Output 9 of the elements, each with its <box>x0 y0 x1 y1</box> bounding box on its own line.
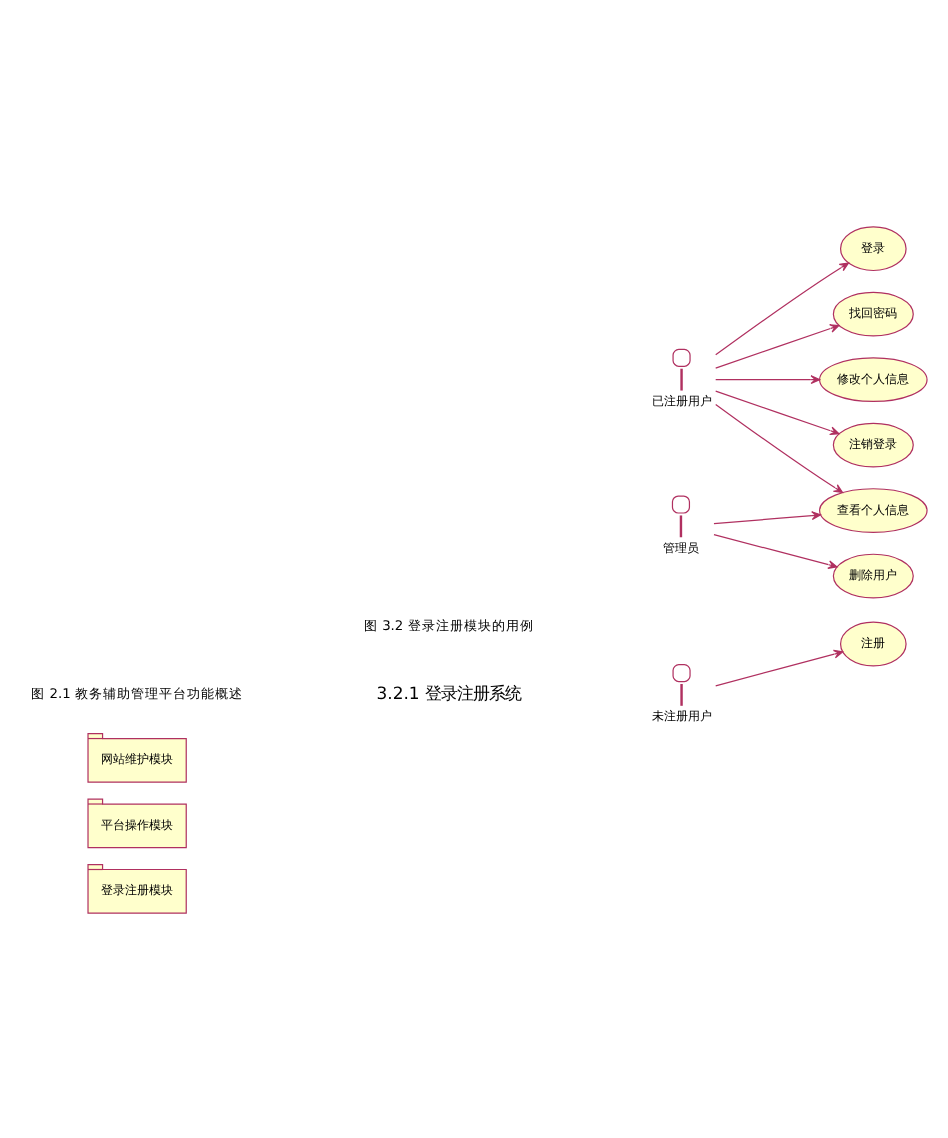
arrow <box>714 389 839 435</box>
arrow <box>714 648 843 686</box>
arrow <box>712 510 821 524</box>
arrow <box>714 402 843 493</box>
label: 3.2.1 登录注册系统 <box>375 682 520 703</box>
arrow <box>712 533 837 568</box>
arrow <box>714 261 849 355</box>
arrow <box>714 323 839 368</box>
arrow <box>714 374 820 384</box>
